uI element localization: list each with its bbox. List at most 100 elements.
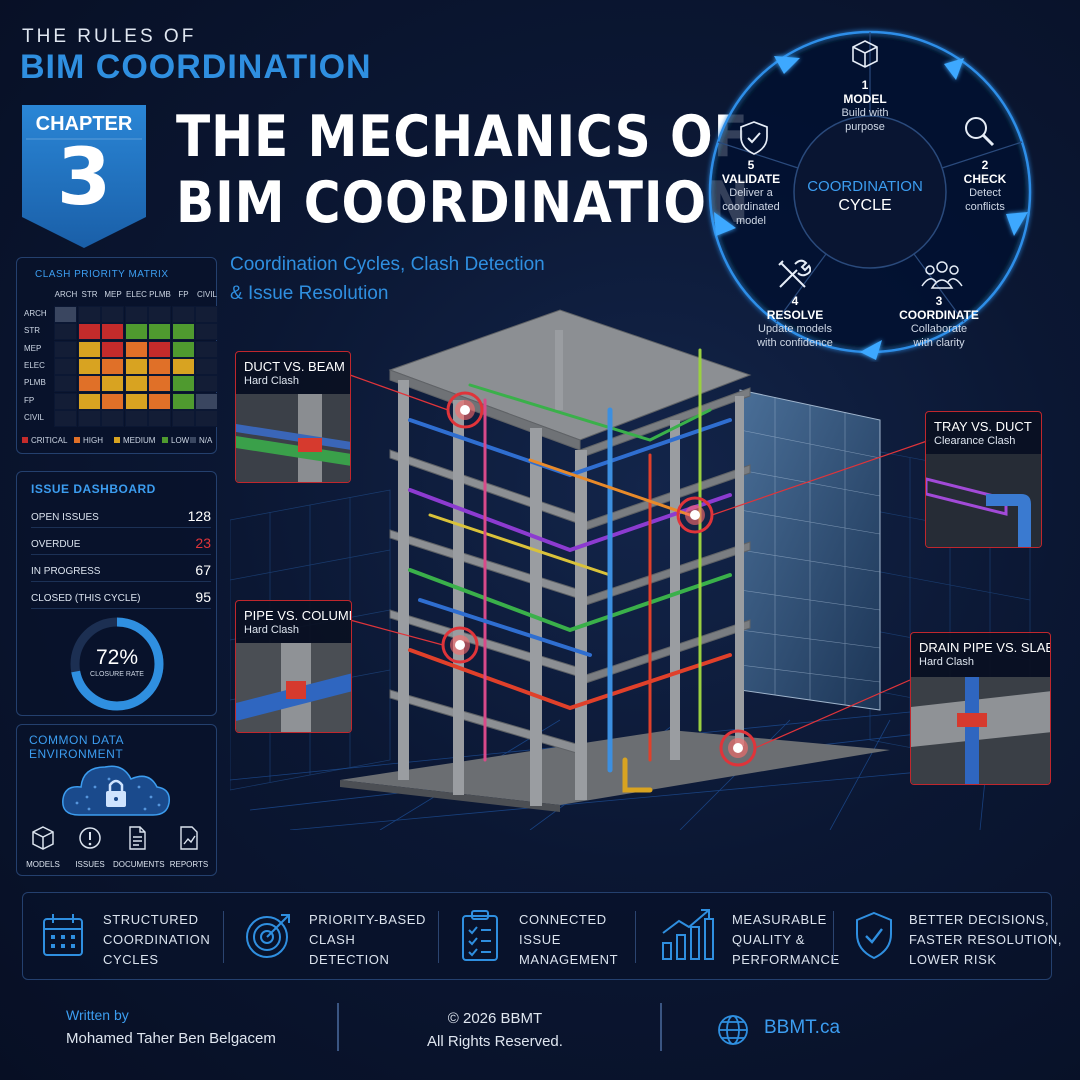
rights-line: All Rights Reserved. bbox=[427, 1033, 563, 1050]
common-data-environment: COMMON DATA ENVIRONMENT MODELS ISSUES DO… bbox=[16, 724, 217, 876]
cde-item-models[interactable]: MODELS bbox=[19, 825, 67, 869]
matrix-cell bbox=[171, 392, 195, 410]
matrix-row-label: MEP bbox=[24, 343, 42, 353]
feature-line: STRUCTURED bbox=[103, 912, 199, 927]
cycle-step-desc: conflicts bbox=[965, 201, 1005, 213]
legend-label: N/A bbox=[199, 436, 213, 445]
page-title: THE MECHANICS OF BIM COORDINATION bbox=[176, 104, 750, 236]
cycle-step-validate: 5 VALIDATE Deliver a coordinated model bbox=[696, 158, 806, 228]
series-prefix: THE RULES OF bbox=[22, 26, 197, 47]
cde-item-documents[interactable]: DOCUMENTS bbox=[113, 825, 165, 869]
calendar-icon bbox=[43, 914, 83, 956]
matrix-cell bbox=[54, 409, 77, 427]
copyright: © 2026 BBMT All Rights Reserved. bbox=[410, 1007, 580, 1053]
closure-rate-value: 72% bbox=[95, 646, 139, 669]
matrix-cell bbox=[124, 357, 148, 375]
cycle-step-desc: Update models bbox=[758, 323, 832, 335]
building-illustration bbox=[230, 309, 1051, 830]
legend-swatch bbox=[74, 437, 80, 443]
clipboard-icon bbox=[462, 910, 498, 961]
clash-detail-image bbox=[911, 677, 1050, 784]
matrix-cell bbox=[195, 340, 218, 358]
matrix-cell bbox=[148, 392, 171, 410]
matrix-column-label: ARCH bbox=[54, 290, 78, 299]
chapter-badge: CHAPTER 3 bbox=[22, 105, 146, 248]
cycle-step-desc: Deliver a bbox=[729, 187, 773, 199]
website-link[interactable]: BBMT.ca bbox=[764, 1017, 841, 1038]
shield-check-icon bbox=[740, 121, 768, 155]
legend-swatch bbox=[190, 437, 196, 443]
cube-icon bbox=[852, 40, 878, 68]
issue-row-open: OPEN ISSUES 128 bbox=[31, 508, 211, 528]
matrix-cell bbox=[101, 392, 124, 410]
written-by-label: Written by bbox=[66, 1007, 129, 1023]
cloud-lock-icon bbox=[62, 765, 170, 816]
callout-pipe-vs-column: PIPE VS. COLUMN Hard Clash bbox=[235, 600, 352, 733]
feature-line: PERFORMANCE bbox=[732, 952, 840, 967]
matrix-column-label: CIVIL bbox=[196, 290, 217, 299]
cycle-step-desc: with clarity bbox=[913, 337, 965, 349]
cde-title: COMMON DATA ENVIRONMENT bbox=[29, 733, 124, 761]
callout-subtitle: Hard Clash bbox=[919, 656, 975, 668]
matrix-row-label: FP bbox=[24, 395, 35, 405]
callout-subtitle: Clearance Clash bbox=[934, 435, 1016, 447]
target-icon bbox=[246, 914, 290, 958]
feature-divider bbox=[438, 911, 439, 963]
feature-line: QUALITY & bbox=[732, 932, 806, 947]
closure-ring-graphic bbox=[70, 617, 164, 711]
matrix-cell bbox=[77, 375, 101, 393]
matrix-cell bbox=[171, 306, 195, 323]
callout-drain-pipe-vs-slab: DRAIN PIPE VS. SLAB Hard Clash bbox=[910, 632, 1051, 785]
matrix-cell bbox=[77, 323, 101, 341]
page-title-line1: THE MECHANICS OF bbox=[176, 104, 749, 170]
subtitle-line2: & Issue Resolution bbox=[230, 283, 389, 304]
matrix-cell bbox=[171, 375, 195, 393]
feature-priority-detection: PRIORITY-BASED CLASH DETECTION bbox=[243, 893, 443, 981]
matrix-cell bbox=[101, 306, 124, 323]
matrix-cell bbox=[148, 375, 171, 393]
issue-label: IN PROGRESS bbox=[31, 566, 101, 577]
growth-chart-icon bbox=[662, 909, 714, 960]
cycle-step-title: COORDINATE bbox=[899, 308, 979, 322]
cycle-step-desc: Build with bbox=[841, 107, 889, 119]
cde-item-label: ISSUES bbox=[75, 860, 105, 869]
matrix-cell bbox=[195, 306, 218, 323]
chapter-label: CHAPTER bbox=[35, 113, 133, 135]
matrix-cell bbox=[124, 306, 148, 323]
cde-item-issues[interactable]: ISSUES bbox=[66, 825, 114, 869]
feature-text: MEASURABLE QUALITY & PERFORMANCE bbox=[732, 910, 840, 970]
issue-dashboard-title: ISSUE DASHBOARD bbox=[31, 482, 156, 496]
cde-item-label: MODELS bbox=[26, 860, 60, 869]
legend-label: HIGH bbox=[83, 436, 103, 445]
cde-item-reports[interactable]: REPORTS bbox=[165, 825, 213, 869]
callout-title: DUCT VS. BEAM bbox=[244, 359, 345, 374]
issue-label: OVERDUE bbox=[31, 539, 81, 550]
feature-text: PRIORITY-BASED CLASH DETECTION bbox=[309, 910, 426, 970]
callout-duct-vs-beam: DUCT VS. BEAM Hard Clash bbox=[235, 351, 351, 483]
cycle-step-number: 4 bbox=[791, 294, 799, 308]
feature-structured-cycles: STRUCTURED COORDINATION CYCLES bbox=[41, 893, 231, 981]
issue-row-overdue: OVERDUE 23 bbox=[31, 535, 211, 555]
feature-better-decisions: BETTER DECISIONS, FASTER RESOLUTION, LOW… bbox=[853, 893, 1062, 981]
matrix-column-label: STR bbox=[81, 290, 98, 299]
chapter-number: 3 bbox=[56, 133, 112, 223]
cycle-step-desc: Detect bbox=[969, 187, 1001, 199]
clash-detail-image bbox=[236, 643, 351, 732]
cycle-step-title: VALIDATE bbox=[721, 172, 781, 186]
matrix-cell bbox=[54, 306, 77, 323]
cycle-step-number: 2 bbox=[981, 158, 989, 172]
page-subtitle: Coordination Cycles, Clash Detection & I… bbox=[230, 250, 545, 308]
legend-label: LOW bbox=[171, 436, 190, 445]
cycle-step-number: 5 bbox=[747, 158, 755, 172]
matrix-cell bbox=[195, 357, 218, 375]
matrix-cell bbox=[148, 306, 171, 323]
feature-divider bbox=[223, 911, 224, 963]
issue-label: CLOSED (THIS CYCLE) bbox=[31, 593, 141, 604]
matrix-cell bbox=[195, 409, 218, 427]
matrix-cell bbox=[124, 409, 148, 427]
feature-line: LOWER RISK bbox=[909, 952, 997, 967]
shield-check-icon bbox=[856, 911, 892, 960]
matrix-cell bbox=[124, 323, 148, 341]
matrix-cell bbox=[148, 323, 171, 341]
magnifier-icon bbox=[965, 117, 995, 147]
